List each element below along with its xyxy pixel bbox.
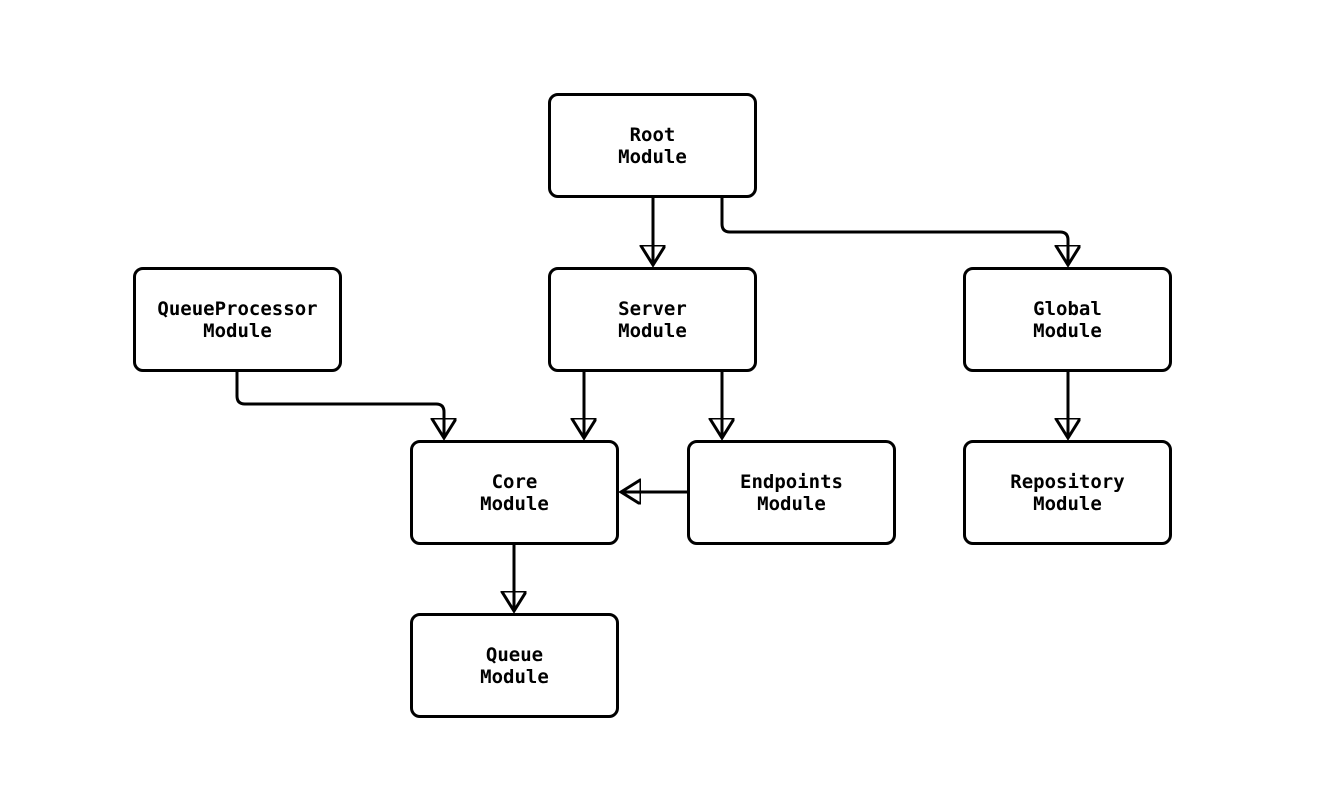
node-root-module: Root Module xyxy=(548,93,757,198)
node-queueprocessor-module: QueueProcessor Module xyxy=(133,267,342,372)
node-repository-module: Repository Module xyxy=(963,440,1172,545)
edge-root-to-global xyxy=(720,198,1068,265)
node-global-module: Global Module xyxy=(963,267,1172,372)
edge-queueprocessor-to-core xyxy=(235,372,444,438)
node-core-module: Core Module xyxy=(410,440,619,545)
node-queue-module: Queue Module xyxy=(410,613,619,718)
node-server-module: Server Module xyxy=(548,267,757,372)
node-endpoints-module: Endpoints Module xyxy=(687,440,896,545)
